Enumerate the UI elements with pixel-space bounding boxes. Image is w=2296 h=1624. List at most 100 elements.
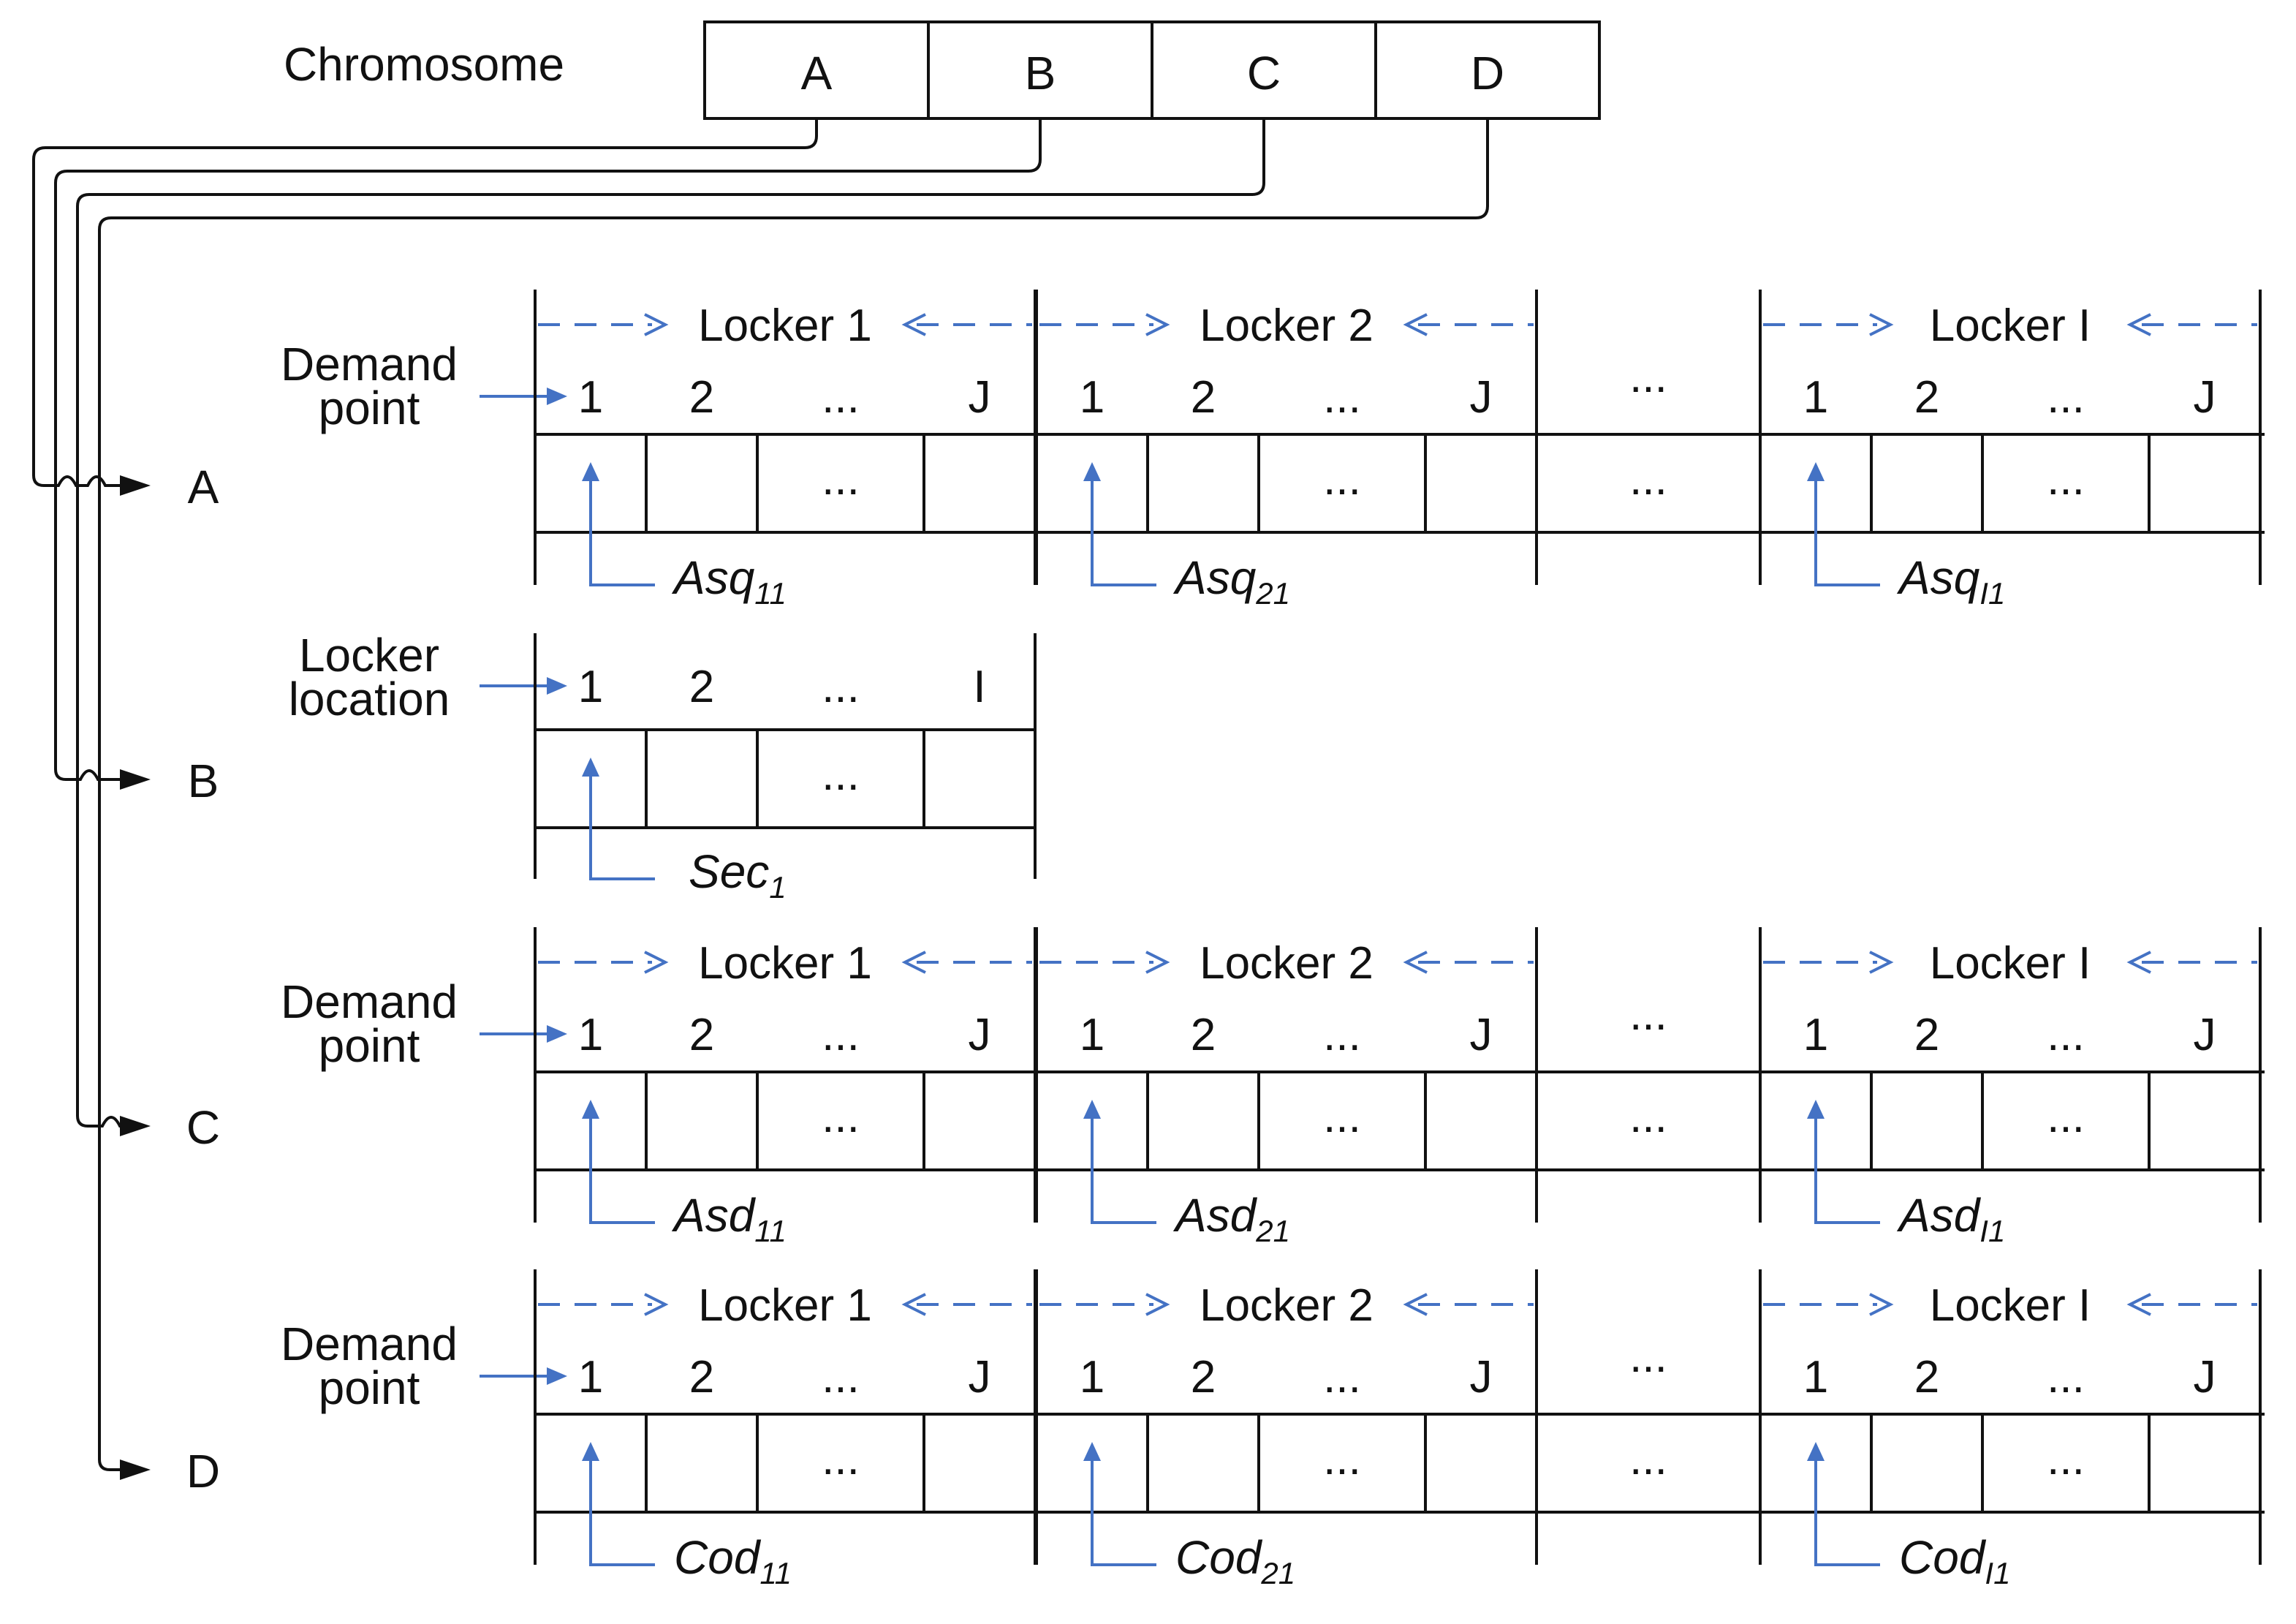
row-c-group-2-index-4: J <box>1470 1010 1493 1060</box>
arrowhead-c <box>120 1116 151 1136</box>
row-c-group-1-span-left-head <box>644 951 669 974</box>
row-d-group-1-index-1: 1 <box>578 1352 603 1402</box>
row-a-group-3-cell-ellipsis: ... <box>2047 454 2085 505</box>
row-c-group-1-variable: Asd11 <box>671 1189 787 1248</box>
row-a-group-3-span-right-head <box>2126 313 2151 336</box>
row-d-group-3-index-1: 1 <box>1803 1352 1828 1402</box>
row-d-group-3-index-2: 2 <box>1914 1352 1939 1402</box>
connector-wires <box>32 118 1489 1480</box>
row-c-group-2-variable-subscript: 21 <box>1255 1214 1290 1248</box>
row-c-group-1-span-right-head <box>901 951 926 974</box>
row-d-group-3-title: Locker I <box>1930 1280 2091 1331</box>
row-c-group-1-var-pointer-head <box>582 1100 599 1119</box>
row-d-group-3-variable: CodI1 <box>1899 1531 2010 1590</box>
row-d-group-2-variable: Cod21 <box>1175 1531 1295 1590</box>
row-c-group-1-index-4: J <box>969 1010 991 1060</box>
row-b-label-line-2: location <box>289 673 450 725</box>
row-c-group-3-variable-base: Asd <box>1896 1189 1982 1242</box>
row-d-label-line-1: Demand <box>281 1318 458 1370</box>
row-c-gap-ellipsis-index: ... <box>1629 989 1667 1040</box>
row-label-b: B <box>188 755 219 807</box>
row-d-group-3-var-pointer-head <box>1807 1442 1825 1461</box>
row-c-group-3-index-3: ... <box>2047 1010 2085 1060</box>
row-a-group-2-index-2: 2 <box>1191 372 1216 423</box>
chromosome-label: Chromosome <box>284 38 564 91</box>
connector-b <box>54 118 1042 781</box>
row-c-label-pointer-head <box>547 1025 567 1043</box>
row-d-group-2-span-right-head <box>1403 1293 1428 1316</box>
row-b-label-pointer-head <box>547 677 567 695</box>
chromosome-gene-d: D <box>1471 47 1504 99</box>
row-c-group-3-span-left-head <box>1869 951 1894 974</box>
row-c-group-2-variable-base: Asd <box>1172 1189 1258 1242</box>
row-a-group-2-span-right-head <box>1403 313 1428 336</box>
row-c-group-3-var-pointer-line <box>1814 1116 1880 1224</box>
row-d-group-1-variable-base: Cod <box>674 1531 762 1584</box>
row-c-group-2-span-left-head <box>1145 951 1170 974</box>
row-a-gap-ellipsis-cell: ... <box>1629 454 1667 505</box>
row-a-group-2-index-1: 1 <box>1080 372 1105 423</box>
row-c-group-3-index-1: 1 <box>1803 1010 1828 1060</box>
row-a-group-3-index-1: 1 <box>1803 372 1828 423</box>
row-a-label-line-1: Demand <box>281 338 458 390</box>
row-c-group-2-variable: Asd21 <box>1172 1189 1290 1248</box>
row-d-group-3-cell-ellipsis: ... <box>2047 1434 2085 1484</box>
row-c-group-2-span-right-head <box>1403 951 1428 974</box>
row-c-group-1-title: Locker 1 <box>698 938 872 989</box>
row-a-label-line-2: point <box>319 382 420 434</box>
connector-c <box>76 118 1265 1128</box>
row-a-group-3-title: Locker I <box>1930 301 2091 351</box>
row-label-d: D <box>186 1445 220 1498</box>
row-a-group-2-var-pointer-line <box>1091 478 1156 586</box>
chromosome-gene-a: A <box>801 47 833 99</box>
row-c-group-3-cell-ellipsis: ... <box>2047 1092 2085 1142</box>
row-a-group-2-variable: Asq21 <box>1172 551 1290 611</box>
row-a-group-3-span-left-head <box>1869 313 1894 336</box>
row-b-var-pointer-line <box>589 774 655 880</box>
row-a-group-1-variable-base: Asq <box>671 551 755 604</box>
row-b-index-2: 2 <box>689 662 714 712</box>
row-a-group-2-index-4: J <box>1470 372 1493 423</box>
row-d-gap-ellipsis-cell: ... <box>1629 1434 1667 1484</box>
row-b-index-4: I <box>973 662 985 712</box>
row-c-group-1-var-pointer-line <box>589 1116 655 1224</box>
row-d-group-3-index-3: ... <box>2047 1352 2085 1402</box>
row-d-group-2-title: Locker 2 <box>1200 1280 1374 1331</box>
row-a-group-3-variable-subscript: I1 <box>1979 576 2005 611</box>
chromosome-gene-b: B <box>1025 47 1056 99</box>
row-a-group-1-span-right-head <box>901 313 926 336</box>
row-a-group-1-var-pointer-line <box>589 478 655 586</box>
row-c-group-3-variable-subscript: I1 <box>1979 1214 2005 1248</box>
row-c-group-2-cell-ellipsis: ... <box>1323 1092 1361 1142</box>
row-c-group-1-index-2: 2 <box>689 1010 714 1060</box>
row-c-group-1-cell-ellipsis: ... <box>822 1092 860 1142</box>
row-a-group-1-index-1: 1 <box>578 372 603 423</box>
row-c-group-1-variable-base: Asd <box>671 1189 757 1242</box>
row-a-group-1-index-4: J <box>969 372 991 423</box>
row-d-group-3-variable-base: Cod <box>1899 1531 1987 1584</box>
row-b-label-line-1: Locker <box>299 629 439 681</box>
row-d-group-2-index-1: 1 <box>1080 1352 1105 1402</box>
row-d-group-1-cell-ellipsis: ... <box>822 1434 860 1484</box>
row-label-a: A <box>188 461 219 513</box>
row-c-group-1-variable-subscript: 11 <box>754 1214 787 1248</box>
row-a-group-1-variable-subscript: 11 <box>754 576 787 611</box>
row-d-group-1-span-right-head <box>901 1293 926 1316</box>
row-b-index-3: ... <box>822 662 860 712</box>
row-d-group-2-var-pointer-line <box>1091 1458 1156 1566</box>
row-b-var-pointer-head <box>582 758 599 777</box>
row-d-group-2-variable-base: Cod <box>1175 1531 1263 1584</box>
row-a-group-3-index-3: ... <box>2047 372 2085 423</box>
row-a-group-3-variable-base: Asq <box>1896 551 1980 604</box>
row-c-label-line-2: point <box>319 1019 420 1072</box>
row-d-group-1-variable-subscript: 11 <box>759 1556 792 1590</box>
row-c-group-2-var-pointer-line <box>1091 1116 1156 1224</box>
row-a-group-3-var-pointer-line <box>1814 478 1880 586</box>
row-c-group-2-index-1: 1 <box>1080 1010 1105 1060</box>
arrowhead-b <box>120 769 151 790</box>
row-c-group-3-index-2: 2 <box>1914 1010 1939 1060</box>
row-c-group-2-index-2: 2 <box>1191 1010 1216 1060</box>
row-a-gap-ellipsis-index: ... <box>1629 352 1667 402</box>
row-d-group-3-index-4: J <box>2194 1352 2216 1402</box>
row-d-group-1-index-2: 2 <box>689 1352 714 1402</box>
